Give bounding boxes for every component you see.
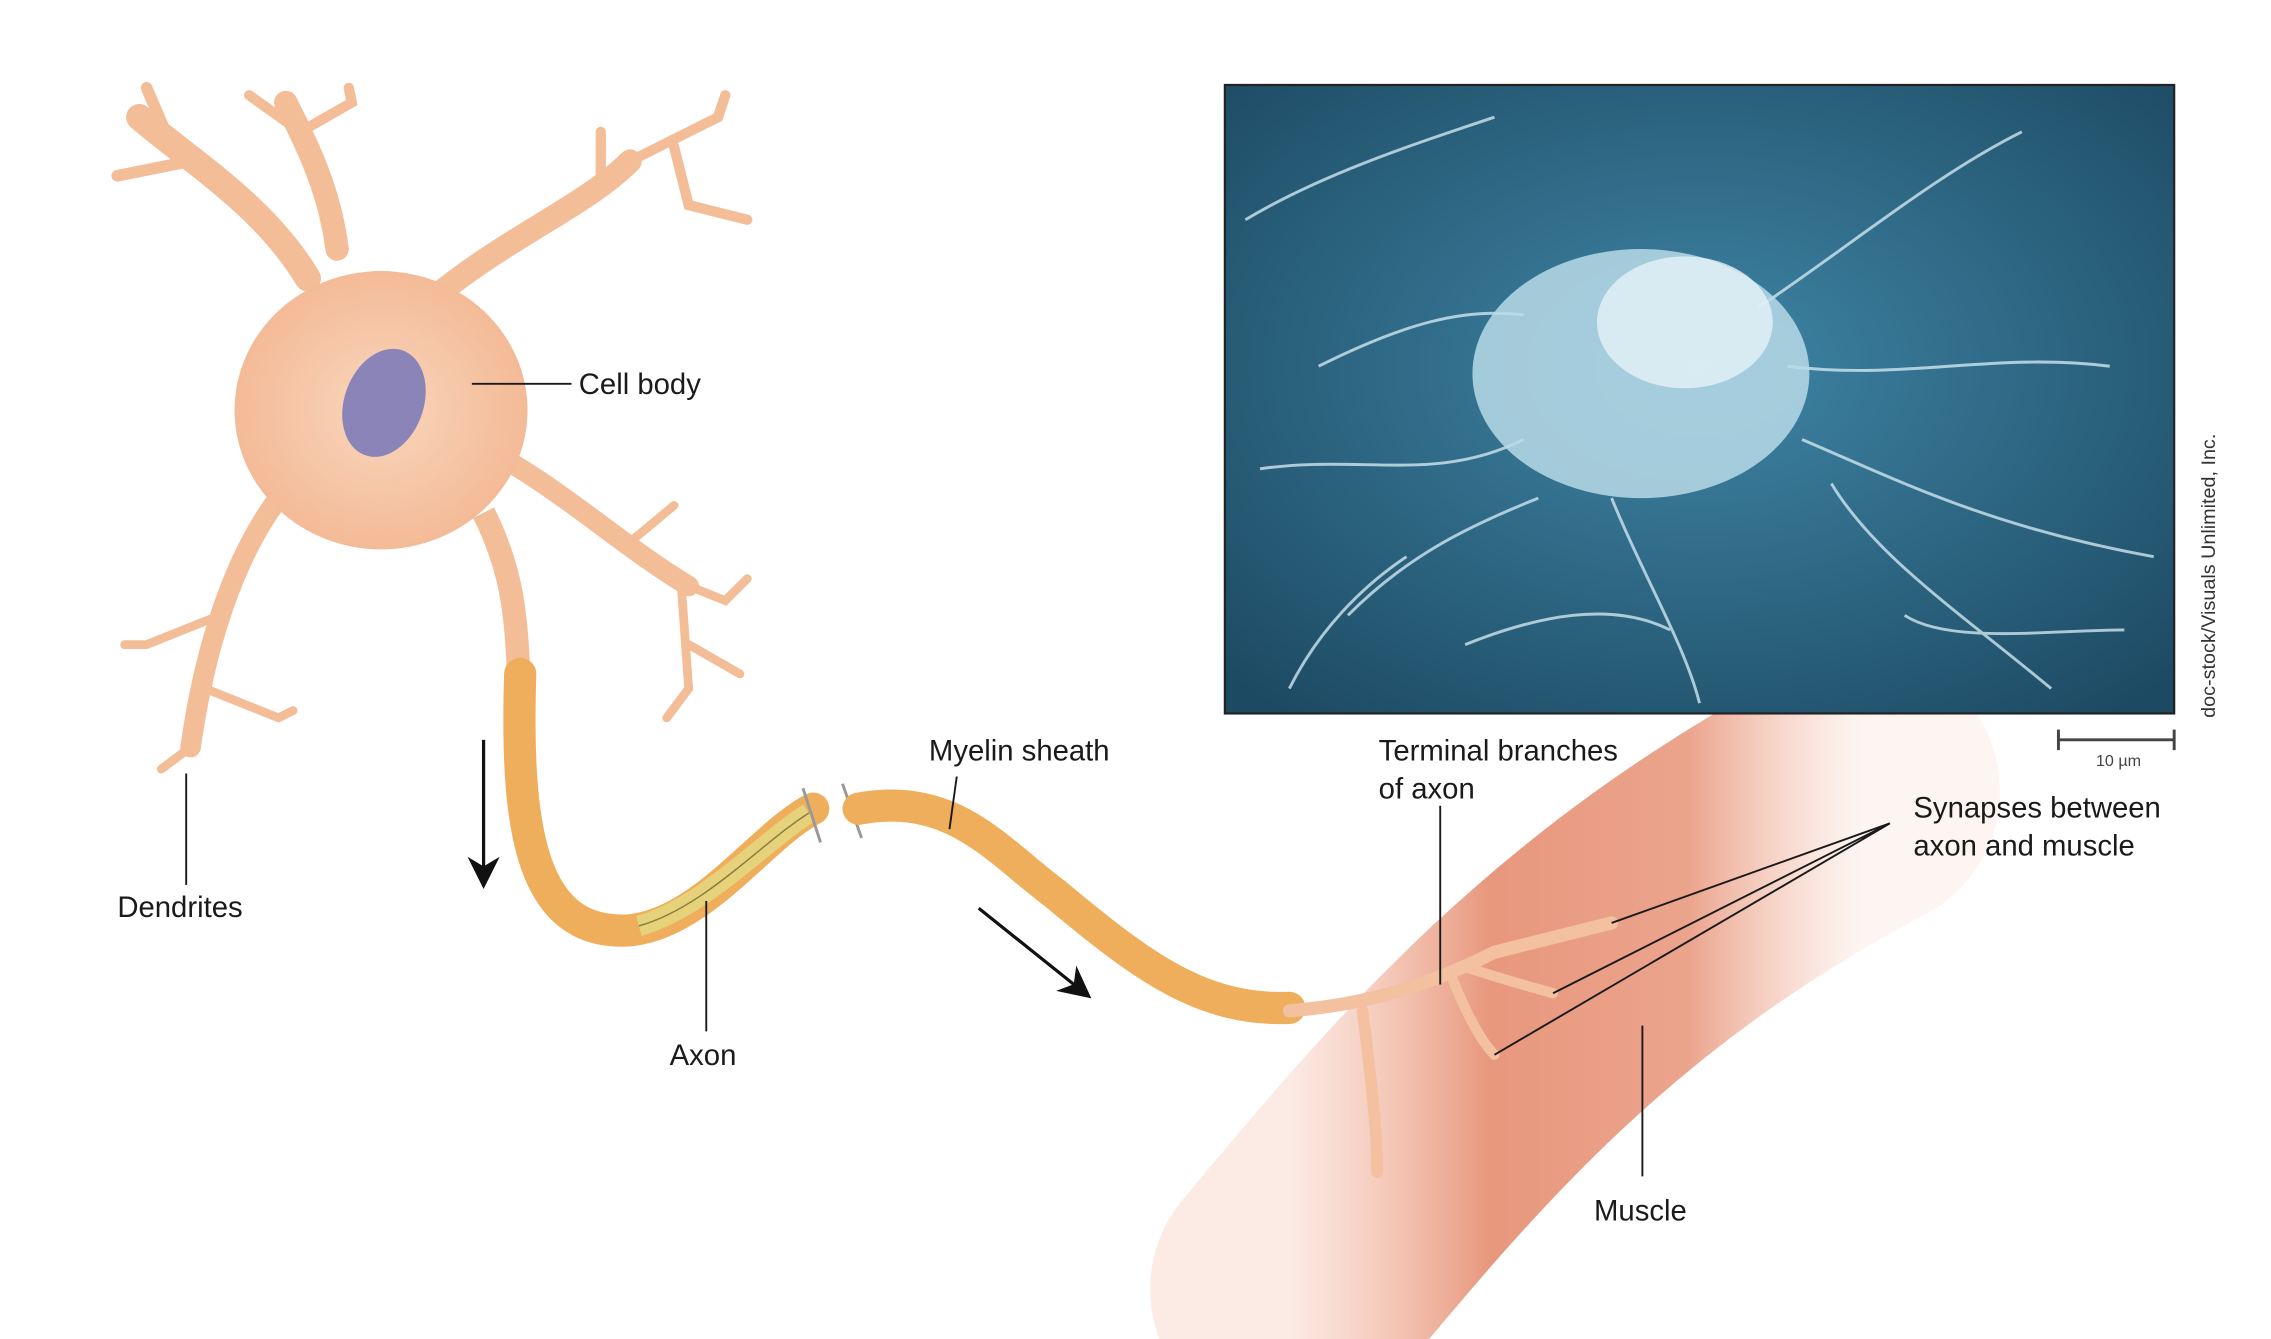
label-terminal-branches-line2: of axon — [1379, 772, 1475, 805]
signal-direction-arrow — [977, 907, 1092, 999]
label-synapses-line2: axon and muscle — [1913, 830, 2134, 863]
label-myelin-sheath: Myelin sheath — [929, 734, 1110, 767]
scale-bar: 10 µm — [2056, 729, 2176, 770]
axon-hillock — [473, 507, 531, 675]
label-terminal-branches: Terminal branches — [1379, 734, 1618, 767]
nucleus — [342, 348, 426, 457]
exposed-axon-segment — [635, 804, 815, 936]
label-cell-body: Cell body — [579, 368, 701, 401]
photo-credit: doc-stock/Visuals Unlimited, Inc. — [2198, 434, 2220, 718]
terminal-branches — [1282, 916, 1619, 1178]
electron-micrograph — [1223, 83, 2176, 715]
label-dendrites: Dendrites — [117, 891, 242, 924]
scale-bar-label: 10 µm — [2096, 752, 2141, 770]
label-synapses: Synapses between — [1913, 791, 2160, 824]
leader-lines — [185, 382, 1891, 1177]
muscle-fiber — [1150, 651, 2000, 1339]
neuron — [111, 82, 1619, 1178]
label-muscle: Muscle — [1594, 1194, 1687, 1227]
label-axon: Axon — [670, 1039, 737, 1072]
myelin-segment — [842, 789, 1306, 1025]
